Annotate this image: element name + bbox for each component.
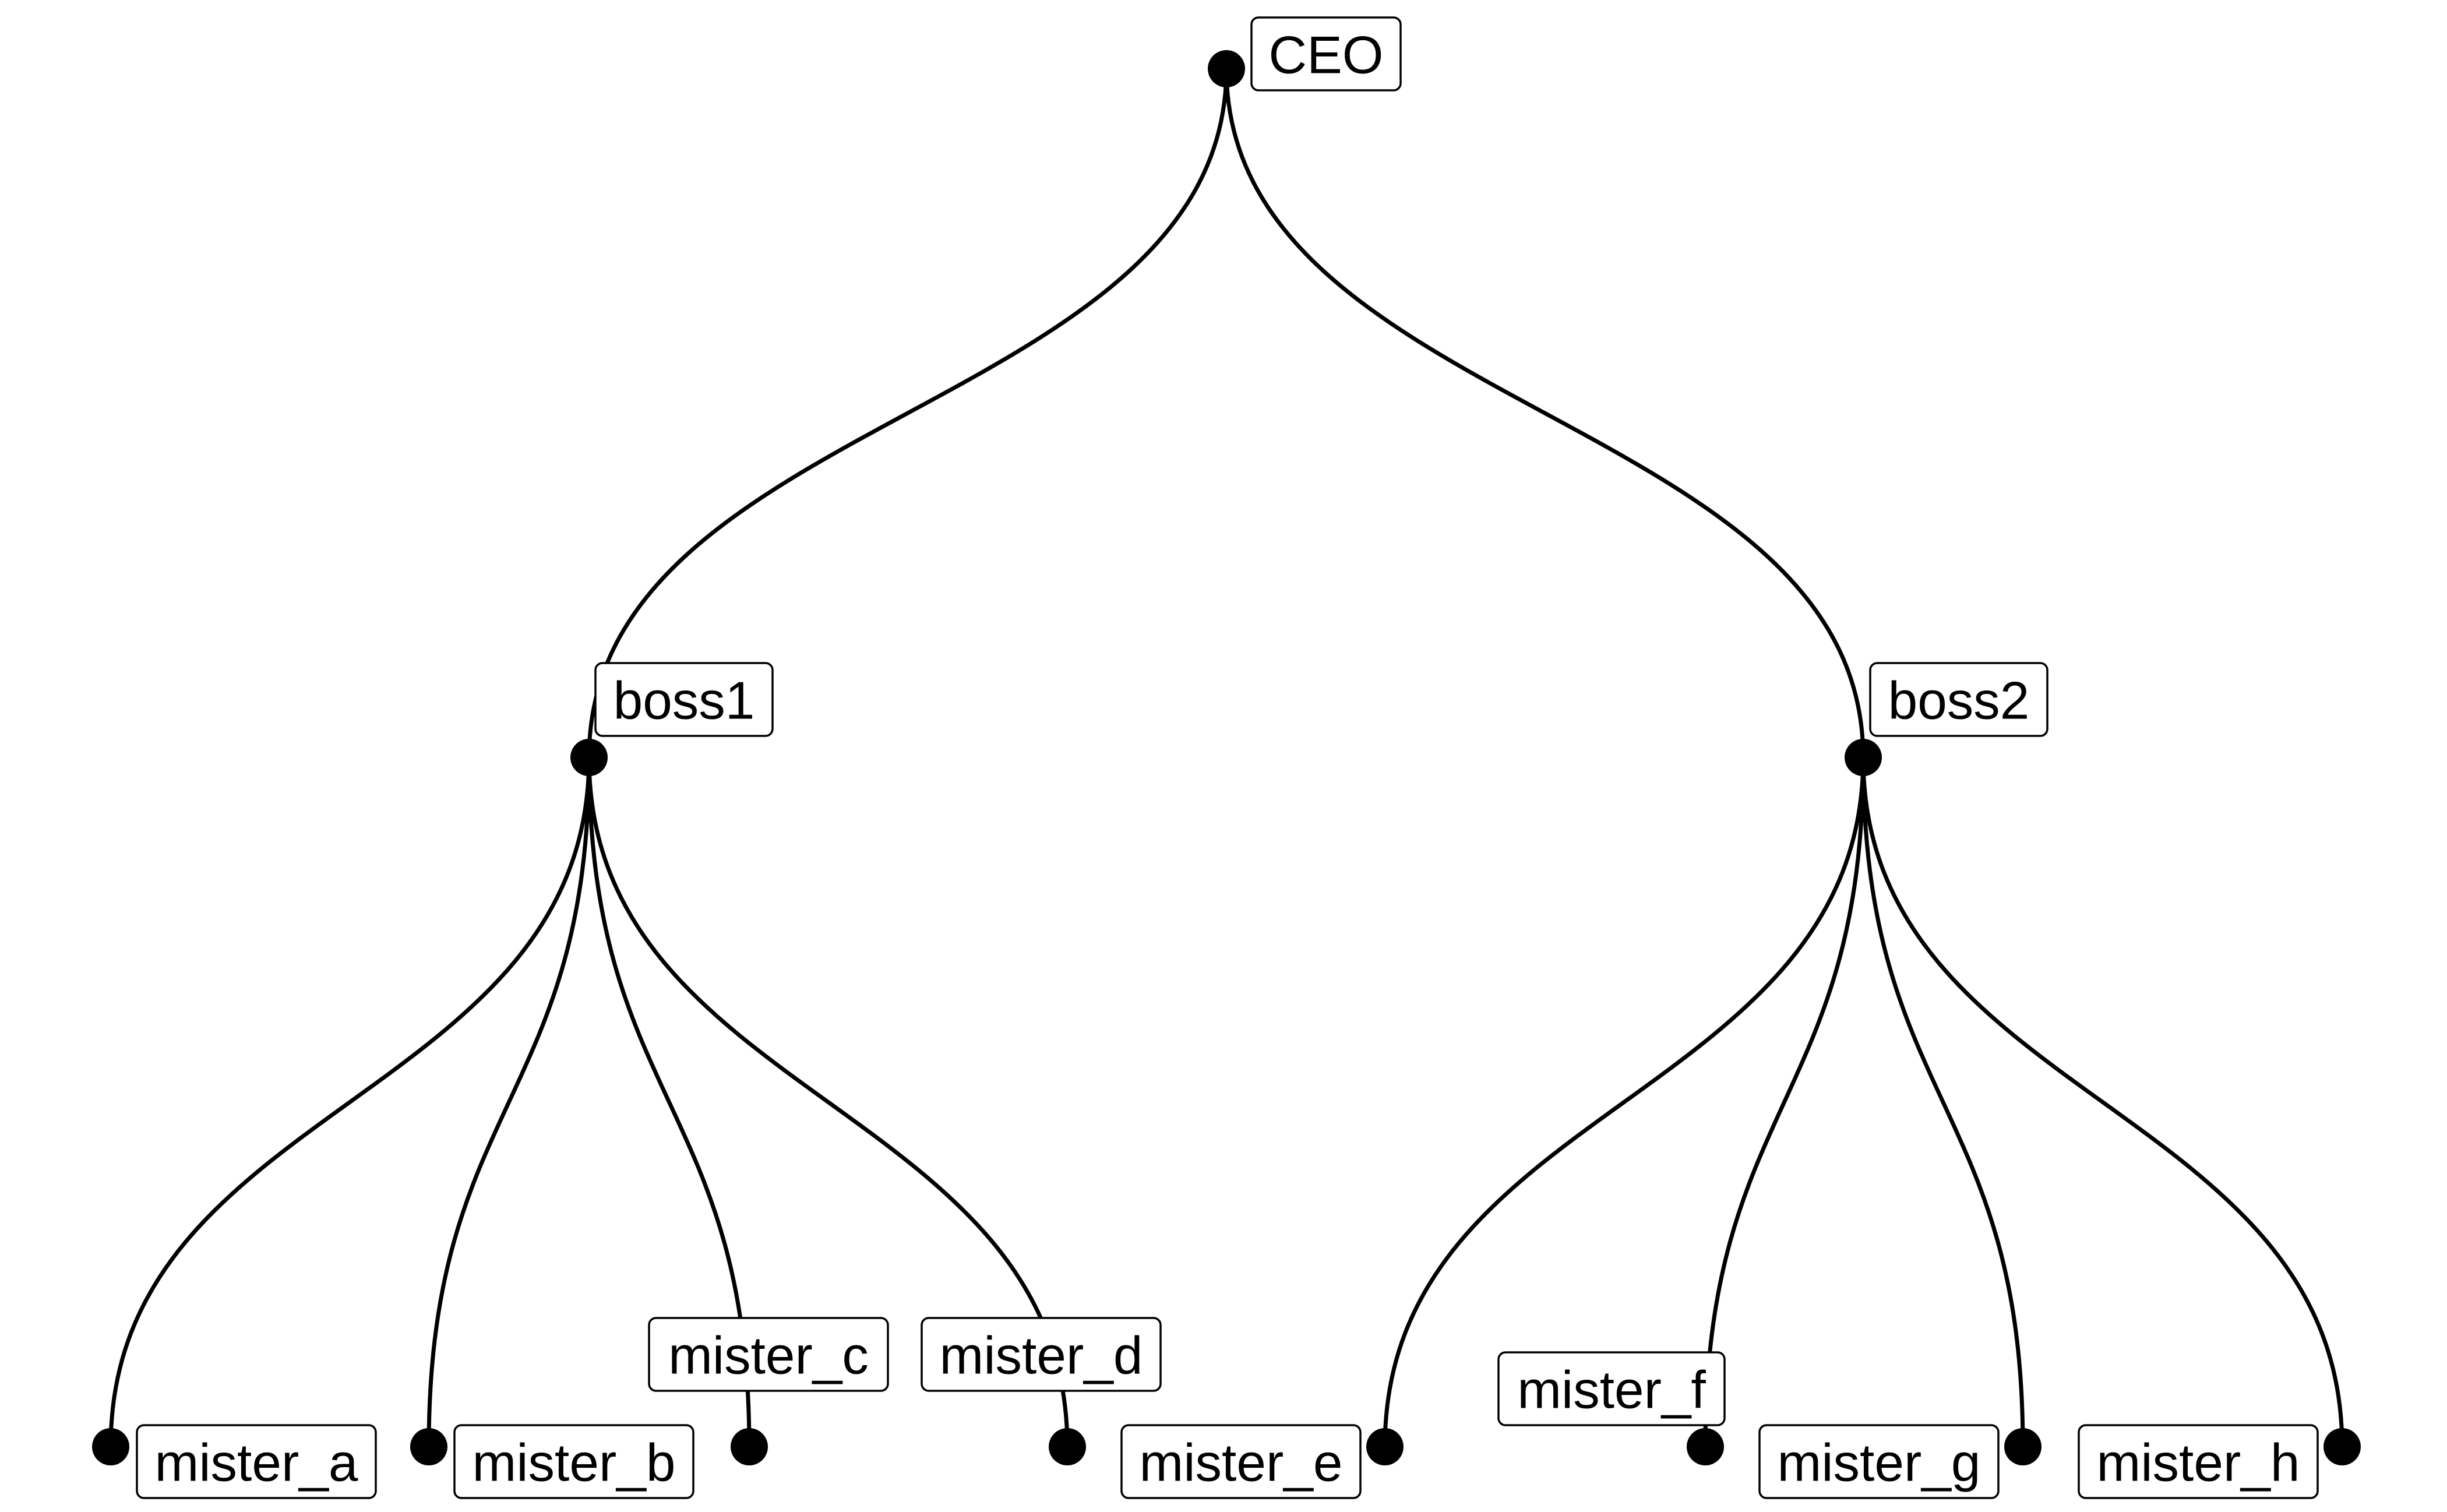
label-box-boss2: [1869, 662, 2048, 737]
label-text-CEO: CEO: [1268, 26, 1383, 85]
label-text-boss1: boss1: [613, 672, 755, 731]
label-text-mister_b: mister_b: [473, 1434, 676, 1493]
edge-CEO-to-boss1: [587, 68, 1229, 758]
label-mister_f: mister_f: [1497, 1351, 1726, 1426]
nodes: [92, 50, 2361, 1465]
node-mister_b[interactable]: [410, 1428, 447, 1465]
label-mister_c: mister_c: [648, 1317, 889, 1392]
label-box-mister_a: [136, 1424, 377, 1499]
edge-boss2-to-mister_g: [1861, 757, 2025, 1447]
label-mister_d: mister_d: [921, 1317, 1162, 1392]
node-boss1[interactable]: [570, 739, 608, 776]
label-box-mister_g: [1758, 1424, 2000, 1499]
edge-boss2-to-mister_f: [1703, 757, 1866, 1447]
node-mister_a[interactable]: [92, 1428, 129, 1465]
label-box-mister_f: [1497, 1351, 1726, 1426]
label-text-boss2: boss2: [1888, 672, 2030, 731]
edges: [108, 68, 2344, 1447]
node-boss2[interactable]: [1845, 739, 1882, 776]
node-mister_c[interactable]: [731, 1428, 768, 1465]
label-text-mister_d: mister_d: [940, 1327, 1143, 1386]
label-CEO: CEO: [1250, 16, 1402, 91]
edge-boss2-to-mister_e: [1383, 757, 1866, 1447]
label-boss1: boss1: [594, 662, 774, 737]
edge-CEO-to-boss2: [1224, 68, 1866, 758]
label-text-mister_e: mister_e: [1140, 1434, 1343, 1493]
label-box-boss1: [594, 662, 774, 737]
node-CEO[interactable]: [1208, 50, 1245, 87]
edge-boss2-to-mister_h: [1861, 757, 2344, 1447]
node-mister_d[interactable]: [1049, 1428, 1086, 1465]
label-text-mister_c: mister_c: [668, 1327, 869, 1386]
edge-boss1-to-mister_c: [587, 757, 752, 1447]
label-box-mister_d: [921, 1317, 1162, 1392]
edge-boss1-to-mister_a: [108, 757, 591, 1447]
label-mister_a: mister_a: [136, 1424, 377, 1499]
label-mister_e: mister_e: [1120, 1424, 1362, 1499]
edge-boss1-to-mister_d: [587, 757, 1070, 1447]
label-text-mister_f: mister_f: [1517, 1361, 1706, 1420]
label-box-mister_e: [1120, 1424, 1362, 1499]
node-mister_h[interactable]: [2323, 1428, 2361, 1465]
node-mister_e[interactable]: [1366, 1428, 1404, 1465]
label-text-mister_g: mister_g: [1778, 1434, 1981, 1493]
label-box-CEO: [1250, 16, 1402, 91]
label-text-mister_a: mister_a: [155, 1434, 358, 1493]
label-box-mister_b: [453, 1424, 694, 1499]
label-mister_g: mister_g: [1758, 1424, 2000, 1499]
edge-boss1-to-mister_b: [426, 757, 591, 1447]
label-box-mister_h: [2078, 1424, 2319, 1499]
label-mister_b: mister_b: [453, 1424, 694, 1499]
node-mister_f[interactable]: [1687, 1428, 1724, 1465]
label-mister_h: mister_h: [2078, 1424, 2319, 1499]
node-mister_g[interactable]: [2004, 1428, 2041, 1465]
label-boss2: boss2: [1869, 662, 2048, 737]
label-box-mister_c: [648, 1317, 889, 1392]
label-text-mister_h: mister_h: [2097, 1434, 2300, 1493]
